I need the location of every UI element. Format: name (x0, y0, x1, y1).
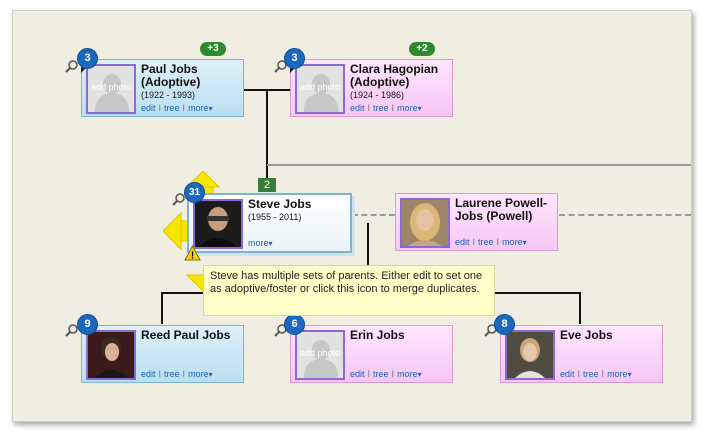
tree-link[interactable]: tree (478, 237, 494, 247)
edit-link[interactable]: edit (350, 369, 365, 379)
more-parents-indicator[interactable]: +3 (200, 42, 226, 56)
child-drop-reed (161, 292, 163, 324)
profile-photo[interactable] (86, 330, 136, 380)
caret-down-icon: ▾ (417, 370, 422, 379)
add-photo-placeholder[interactable]: add photo (295, 64, 345, 114)
caret-down-icon: ▾ (417, 104, 422, 113)
relatives-count-badge[interactable]: 3 (284, 48, 305, 69)
secondary-parents-line (267, 164, 691, 166)
profile-photo[interactable] (400, 198, 450, 248)
edit-link[interactable]: edit (455, 237, 470, 247)
tree-link[interactable]: tree (373, 103, 389, 113)
caret-down-icon: ▾ (208, 104, 213, 113)
person-name: Paul Jobs (141, 62, 198, 76)
edit-link[interactable]: edit (141, 369, 156, 379)
warning-icon[interactable]: ! (184, 245, 201, 261)
add-photo-placeholder[interactable]: add photo (86, 64, 136, 114)
person-card-steve[interactable]: Steve Jobs (1955 - 2011) more▾ (187, 193, 352, 253)
person-name-suffix: (Adoptive) (350, 75, 410, 89)
card-links: more▾ (248, 238, 273, 248)
caret-down-icon: ▾ (208, 370, 213, 379)
more-parents-indicator[interactable]: +2 (409, 42, 435, 56)
life-dates: (1924 - 1986) (350, 90, 405, 100)
relatives-count-badge[interactable]: 3 (77, 48, 98, 69)
relatives-count-badge[interactable]: 9 (77, 314, 98, 335)
tree-link[interactable]: tree (164, 103, 180, 113)
search-icon[interactable] (172, 192, 186, 206)
more-link[interactable]: more▾ (607, 369, 632, 379)
person-card-clara[interactable]: add photo Clara Hagopian (Adoptive) (192… (290, 59, 453, 117)
person-name: Clara Hagopian (350, 62, 439, 76)
tree-link[interactable]: tree (164, 369, 180, 379)
relatives-count-badge[interactable]: 8 (494, 314, 515, 335)
svg-text:!: ! (191, 251, 194, 262)
more-link[interactable]: more▾ (502, 237, 527, 247)
relatives-count-badge[interactable]: 6 (284, 314, 305, 335)
multiple-parents-tooltip: Steve has multiple sets of parents. Eith… (203, 265, 495, 316)
life-dates: (1922 - 1993) (141, 90, 196, 100)
add-photo-placeholder[interactable]: add photo (295, 330, 345, 380)
person-name-suffix: (Adoptive) (141, 75, 201, 89)
search-icon[interactable] (65, 59, 79, 73)
search-icon[interactable] (65, 323, 79, 337)
life-dates: (1955 - 2011) (248, 212, 302, 222)
person-card-paul[interactable]: add photo Paul Jobs (Adoptive) (1922 - 1… (81, 59, 244, 117)
caret-down-icon: ▾ (627, 370, 632, 379)
edit-link[interactable]: edit (141, 103, 156, 113)
spouse-connector-ext (559, 214, 691, 216)
more-link[interactable]: more▾ (248, 238, 273, 248)
profile-photo[interactable] (505, 330, 555, 380)
spouse-connector (352, 214, 395, 216)
children-connector (367, 223, 369, 267)
edit-link[interactable]: edit (350, 103, 365, 113)
parent-child-connector (266, 90, 268, 186)
child-drop-eve (579, 292, 581, 324)
relatives-count-badge[interactable]: 31 (184, 182, 205, 203)
tree-link[interactable]: tree (373, 369, 389, 379)
family-tree-canvas: add photo Paul Jobs (Adoptive) (1922 - 1… (12, 10, 692, 422)
caret-down-icon: ▾ (268, 239, 273, 248)
more-link[interactable]: more▾ (397, 103, 422, 113)
person-name-cont: Jobs (Powell) (455, 209, 533, 223)
person-name: Eve Jobs (560, 328, 613, 342)
tree-link[interactable]: tree (583, 369, 599, 379)
person-name: Erin Jobs (350, 328, 405, 342)
more-link[interactable]: more▾ (397, 369, 422, 379)
person-name: Laurene Powell- (455, 196, 548, 210)
caret-down-icon: ▾ (522, 238, 527, 247)
person-name: Steve Jobs (248, 197, 312, 211)
profile-photo[interactable] (193, 199, 243, 249)
edit-link[interactable]: edit (560, 369, 575, 379)
more-link[interactable]: more▾ (188, 369, 213, 379)
person-name: Reed Paul Jobs (141, 328, 231, 342)
more-link[interactable]: more▾ (188, 103, 213, 113)
parent-sets-count[interactable]: 2 (258, 178, 276, 192)
